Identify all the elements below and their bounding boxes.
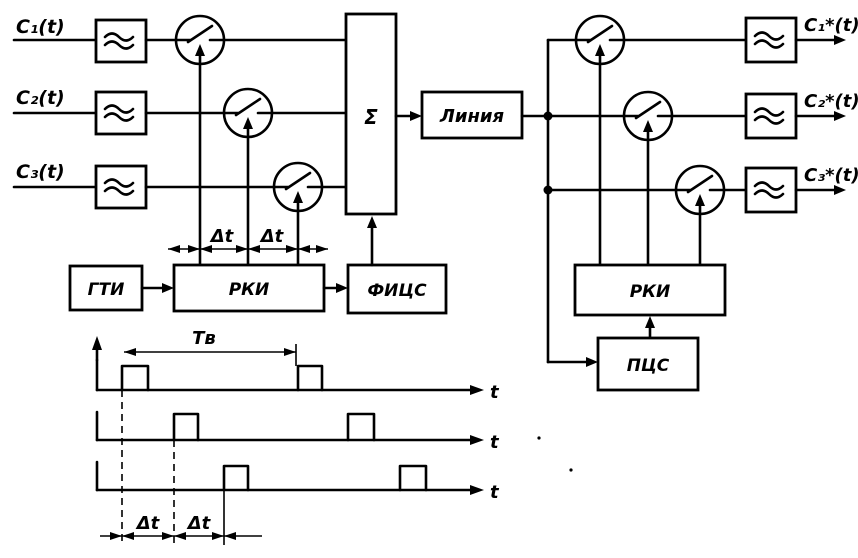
tx-control-lines xyxy=(195,44,303,267)
delay-label-top-2: Δt xyxy=(259,226,285,247)
rx-channel-lines xyxy=(622,38,748,192)
sum-label: Σ xyxy=(364,105,378,129)
fics-label: ФИЦС xyxy=(367,281,427,301)
sum-block xyxy=(344,12,398,216)
rki-to-fics-arrow xyxy=(322,283,348,293)
input-label-c2: C₂(t) xyxy=(16,87,65,109)
pulse-train-2 xyxy=(172,412,376,442)
input-filter-2 xyxy=(94,90,148,136)
tx-delay-dimension xyxy=(168,245,328,253)
rx-bus xyxy=(520,38,678,367)
input-lines xyxy=(12,38,98,189)
timing-axis-label-1: t xyxy=(490,382,500,403)
output-filter-3 xyxy=(744,166,798,214)
output-filter-2 xyxy=(744,92,798,140)
line-label: Линия xyxy=(439,106,505,127)
period-label: Tв xyxy=(192,328,216,349)
pcs-label: ПЦС xyxy=(627,356,670,376)
gti-to-rki-arrow xyxy=(140,283,174,293)
pcs-to-rki-arrow xyxy=(645,316,655,340)
input-filter-3 xyxy=(94,164,148,210)
delay-label-bottom-1: Δt xyxy=(135,513,161,534)
period-dimension xyxy=(124,344,297,366)
gti-label: ГТИ xyxy=(88,280,125,300)
timing-axis-label-3: t xyxy=(490,482,500,503)
input-label-c1: C₁(t) xyxy=(16,16,65,38)
pulse-train-1 xyxy=(120,364,324,392)
input-filter-1 xyxy=(94,18,148,64)
fics-to-sum-arrow xyxy=(367,216,377,267)
rki-tx-label: РКИ xyxy=(229,280,270,300)
sum-to-line-arrow xyxy=(394,111,422,121)
rki-tx-block xyxy=(172,263,326,313)
delay-label-top-1: Δt xyxy=(209,226,235,247)
input-label-c3: C₃(t) xyxy=(16,161,65,183)
tx-channel-lines xyxy=(144,38,348,189)
pcs-block xyxy=(596,336,700,392)
rx-control-lines xyxy=(595,44,705,267)
rki-rx-label: РКИ xyxy=(630,282,671,302)
timing-axes xyxy=(92,336,484,495)
output-label-c2: C₂*(t) xyxy=(804,91,858,112)
bottom-delay-dimension xyxy=(100,532,262,540)
scan-specks xyxy=(537,436,573,472)
timing-axis-label-2: t xyxy=(490,432,500,453)
output-label-c3: C₃*(t) xyxy=(804,165,858,186)
pulse-train-3 xyxy=(222,464,428,492)
fics-block xyxy=(346,263,448,315)
delay-label-bottom-2: Δt xyxy=(186,513,212,534)
rx-switch-2 xyxy=(598,90,674,142)
output-filter-1 xyxy=(744,16,798,64)
gti-block xyxy=(68,264,144,312)
output-arrows xyxy=(794,35,846,195)
rki-rx-block xyxy=(573,263,727,317)
output-label-c1: C₁*(t) xyxy=(804,15,858,36)
